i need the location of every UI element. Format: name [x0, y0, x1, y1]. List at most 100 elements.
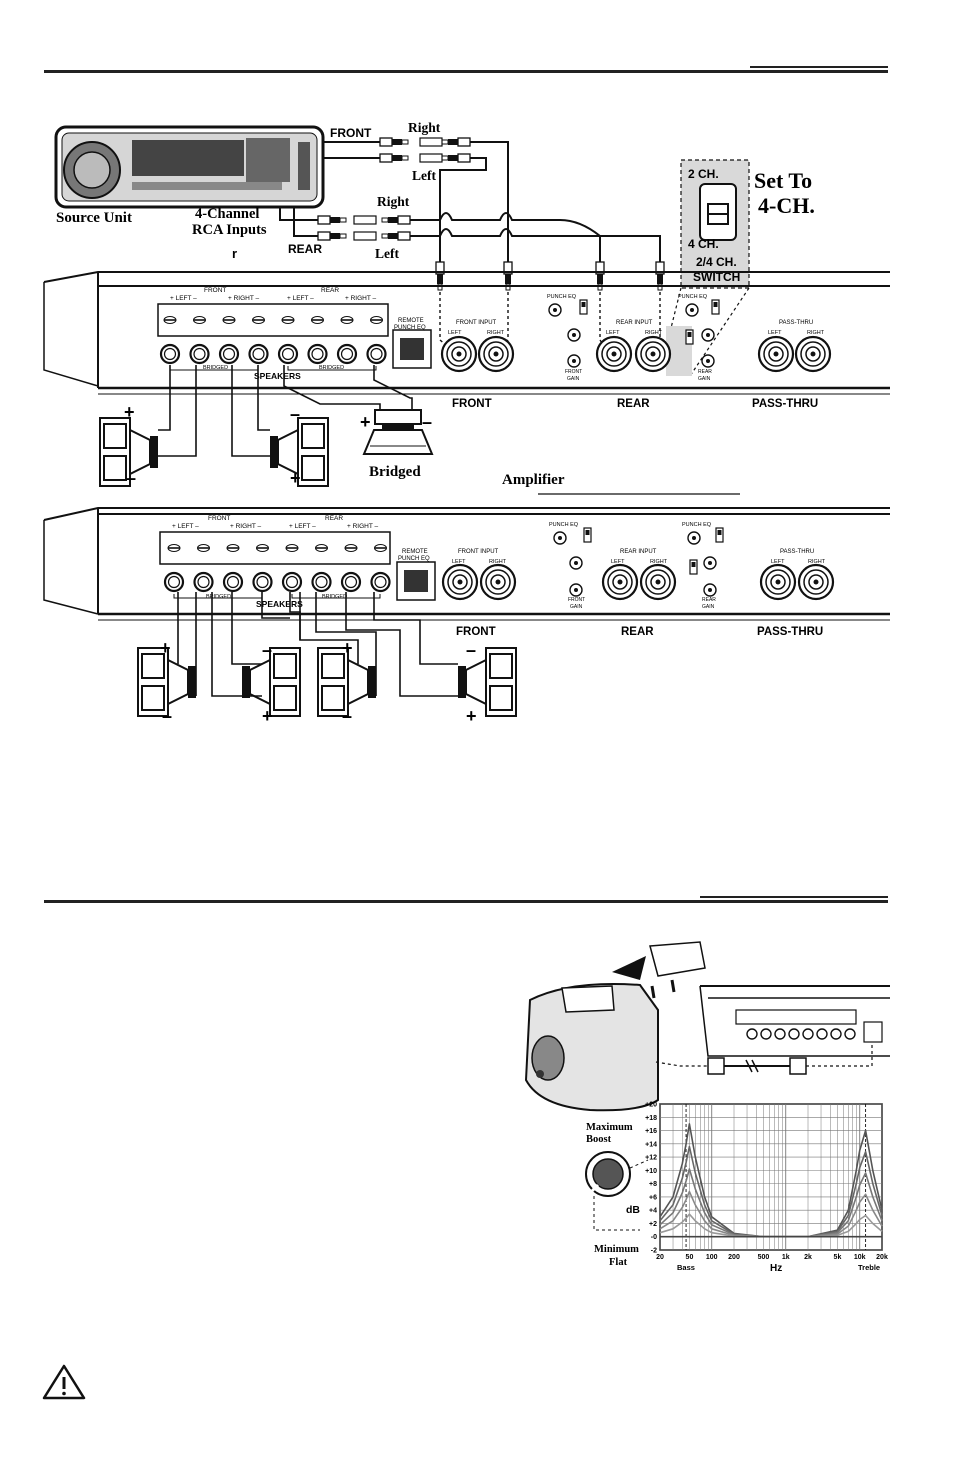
switch-4ch: 4 CH. [688, 237, 719, 251]
speaker-terminal [340, 571, 362, 593]
speaker-terminal [281, 571, 303, 593]
mini-terminal [830, 1028, 842, 1040]
amp2-front-big: FRONT [456, 626, 496, 638]
control-knob [701, 328, 715, 342]
amp2-punch-eq-2: PUNCH EQ [682, 522, 712, 528]
terminal-screw-ring [163, 316, 177, 324]
mini-terminal [774, 1028, 786, 1040]
eq-y-tick: +14 [645, 1141, 657, 1148]
slide-switch-tab [687, 332, 692, 337]
amp1-front-small: FRONT [204, 287, 226, 294]
terminal-screw-ring [193, 316, 206, 324]
amp1-rear-gain-2: GAIN [698, 376, 711, 382]
amplifier-label: Amplifier [502, 472, 565, 488]
eq-y-tick: +4 [649, 1208, 657, 1215]
rca-jack [757, 335, 795, 373]
amp2-rear-big: REAR [621, 626, 654, 638]
rca-cables [279, 141, 661, 265]
slide-switch-tab [581, 302, 586, 307]
terminal-screw-ring [370, 316, 383, 324]
speaker-terminal [307, 343, 328, 365]
bridged-speaker [362, 409, 434, 455]
control-knob [685, 303, 699, 317]
eq-hz: Hz [770, 1263, 782, 1274]
eq-x-tick: 50 [686, 1254, 694, 1261]
amp1-right-2: + RIGHT – [345, 295, 377, 302]
spk6-plus: + [466, 706, 477, 726]
bridged-plus: + [360, 412, 371, 432]
control-knob [703, 583, 717, 597]
amp1-left-1: + LEFT – [170, 295, 197, 302]
mini-terminal [802, 1028, 814, 1040]
bridged-minus: – [422, 412, 432, 432]
terminal-screw-ring [374, 544, 387, 552]
left-mid-label: Left [375, 246, 399, 261]
amp1-remote-1: REMOTE [398, 318, 424, 324]
amp2-pass-right: RIGHT [808, 559, 826, 565]
amp2-remote-2: PUNCH EQ [398, 556, 430, 562]
amp2-left-2: + LEFT – [289, 523, 316, 530]
rca-jack [794, 335, 832, 373]
rca-inputs-label-2: RCA Inputs [192, 222, 267, 238]
eq-y-tick: +2 [649, 1221, 657, 1228]
eq-x-tick: 100 [706, 1254, 718, 1261]
control-knob [703, 556, 717, 570]
bridged-bracket [287, 366, 377, 371]
amp2-punch-eq-1: PUNCH EQ [549, 522, 579, 528]
speaker-terminal [218, 343, 240, 365]
amp2-front-left: LEFT [452, 559, 466, 565]
amp1-rear-small: REAR [321, 287, 339, 294]
amp2-rear-gain: REAR [702, 597, 716, 603]
amp2-right-1: + RIGHT – [230, 523, 262, 530]
speaker-terminal [252, 571, 273, 593]
rca-jack [477, 335, 515, 373]
amp2-front-right: RIGHT [489, 559, 507, 565]
speaker-terminal [336, 343, 358, 365]
speaker-terminal [159, 343, 181, 365]
amplifier-panel-1 [43, 271, 890, 395]
control-knob [553, 531, 567, 545]
slide-switch-tab [691, 562, 696, 567]
eq-y-tick: +10 [645, 1168, 657, 1175]
control-knob [548, 303, 562, 317]
control-knob [567, 354, 581, 368]
rca-jack [479, 563, 517, 601]
amp2-bridged-2: BRIDGED [322, 594, 347, 600]
set-to-label-2: 4-CH. [758, 193, 815, 218]
amp2-front-gain-2: GAIN [570, 604, 583, 610]
speaker-terminal [163, 571, 185, 593]
control-knob [569, 583, 583, 597]
spk5-plus: + [342, 638, 353, 658]
amp1-speakers: SPEAKERS [254, 371, 301, 381]
rca-jack [440, 335, 478, 373]
eq-x-tick: 200 [728, 1254, 740, 1261]
right-top-label: Right [408, 120, 441, 135]
mini-terminal [844, 1028, 856, 1040]
switch-callout [664, 159, 750, 377]
amp2-pass-thru-big: PASS-THRU [757, 626, 823, 638]
eq-max-boost-2: Boost [586, 1134, 612, 1145]
rca-jack [595, 335, 633, 373]
amp2-speakers: SPEAKERS [256, 599, 303, 609]
eq-x-tick: 1k [782, 1254, 790, 1261]
rca-jack [601, 563, 639, 601]
spk5-minus: – [342, 706, 352, 726]
amp2-front-gain: FRONT [568, 597, 585, 603]
terminal-screw-ring [226, 544, 240, 552]
amp2-left-1: + LEFT – [172, 523, 199, 530]
amp1-left-2: + LEFT – [287, 295, 314, 302]
eq-x-tick: 20 [656, 1254, 664, 1261]
mini-terminal [760, 1028, 772, 1040]
eq-curves [659, 1123, 883, 1238]
speaker-terminal [248, 343, 269, 365]
amp2-pass-left: LEFT [771, 559, 785, 565]
eq-y-tick: -0 [651, 1234, 657, 1241]
speaker-terminal [222, 571, 244, 593]
control-knob [701, 354, 715, 368]
amp2-bridged-1: BRIDGED [206, 594, 231, 600]
amp2-pass-thru: PASS-THRU [780, 549, 814, 555]
terminal-screw-ring [197, 544, 210, 552]
control-knob [569, 556, 583, 570]
amp2-rear-left: LEFT [611, 559, 625, 565]
